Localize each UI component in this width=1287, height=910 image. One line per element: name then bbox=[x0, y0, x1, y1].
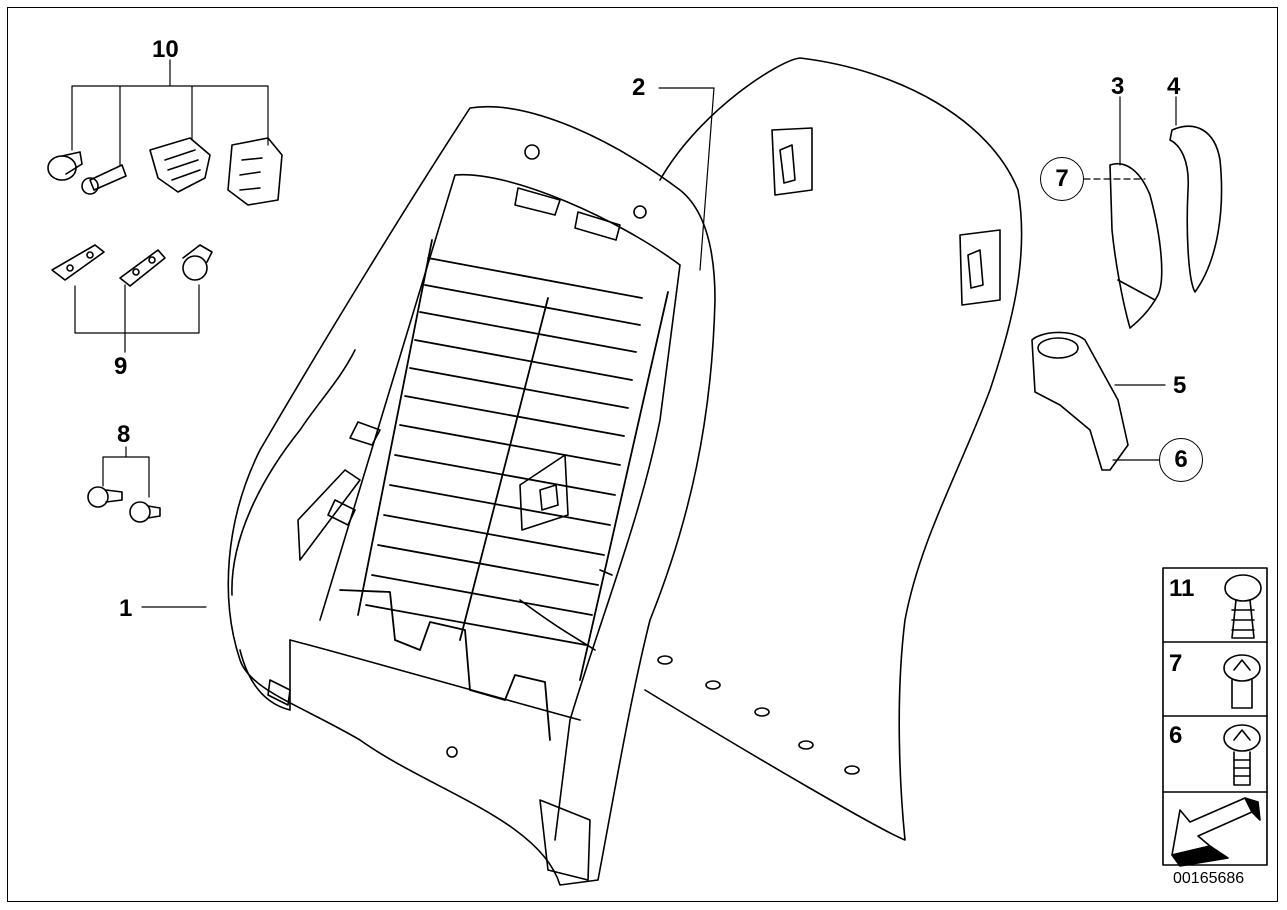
label-part-3: 3 bbox=[1111, 73, 1125, 100]
part-4-side-trim bbox=[1169, 125, 1223, 293]
part-10-fasteners bbox=[47, 137, 283, 206]
backrest-frame bbox=[227, 105, 716, 886]
part-9-brackets bbox=[51, 244, 213, 287]
legend-number-screw-rivet: 6 bbox=[1169, 722, 1183, 749]
leader-lines bbox=[71, 59, 1177, 608]
legend-number-spreading-rivet: 7 bbox=[1169, 650, 1183, 677]
spring-mat bbox=[339, 239, 669, 741]
legend-box bbox=[1162, 567, 1268, 866]
tree-rivet-icon bbox=[1224, 574, 1262, 639]
backrest-cover bbox=[644, 57, 1023, 841]
diagram-frame bbox=[7, 7, 1278, 902]
spreading-rivet-icon bbox=[1223, 654, 1261, 709]
label-part-5: 5 bbox=[1173, 372, 1187, 399]
diagram-code: 00165686 bbox=[1173, 870, 1245, 887]
part-5-bracket bbox=[1031, 331, 1129, 471]
callout-part-7: 7 bbox=[1040, 157, 1084, 201]
label-part-2: 2 bbox=[632, 74, 646, 101]
cover-pins bbox=[657, 655, 860, 775]
part-8-screws bbox=[87, 486, 161, 523]
label-part-1: 1 bbox=[119, 595, 133, 622]
label-part-4: 4 bbox=[1167, 73, 1181, 100]
label-part-8: 8 bbox=[117, 421, 131, 448]
screw-rivet-icon bbox=[1223, 724, 1261, 786]
legend-number-tree-rivet: 11 bbox=[1169, 575, 1195, 602]
label-part-9: 9 bbox=[114, 353, 128, 380]
direction-arrow-icon bbox=[1171, 797, 1261, 867]
callout-part-6: 6 bbox=[1159, 438, 1203, 482]
label-part-10: 10 bbox=[152, 36, 179, 63]
part-3-side-trim bbox=[1109, 163, 1163, 329]
